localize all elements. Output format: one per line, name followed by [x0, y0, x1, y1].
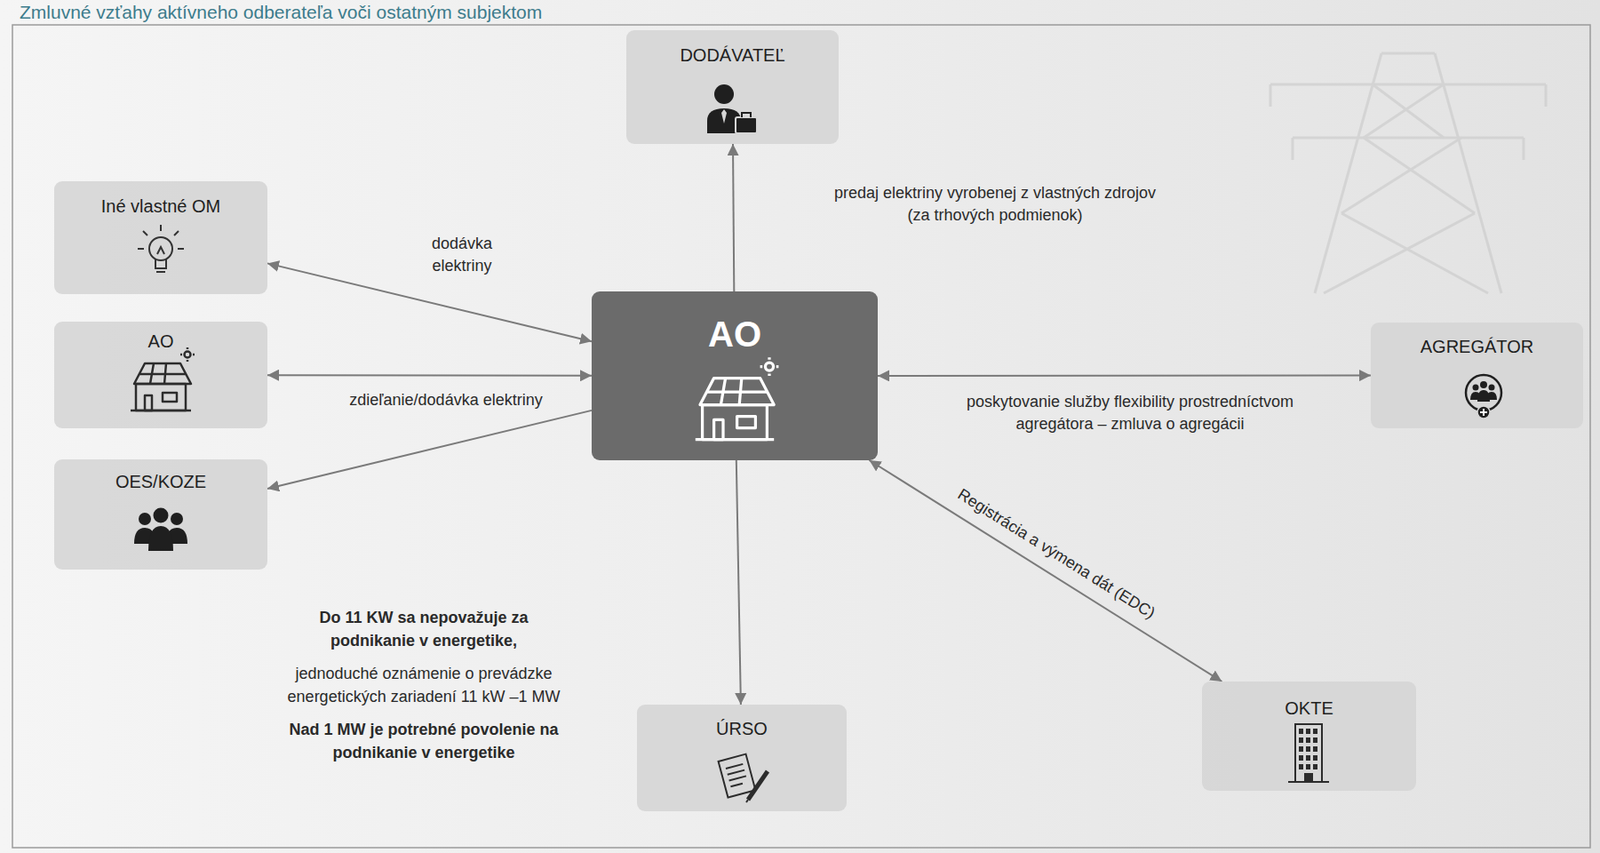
edge-label: dodávka elektriny — [413, 232, 511, 278]
community-icon — [134, 508, 188, 552]
edge-label: Registrácia a výmena dát (EDC) — [953, 483, 1160, 624]
node-label: DODÁVATEĽ — [679, 44, 785, 66]
node-label: AO — [708, 312, 762, 356]
center-node-box: AO — [591, 291, 878, 461]
note-text: Nad 1 MW je potrebné povolenie na podnik… — [263, 718, 584, 765]
entity-box: AO — [54, 321, 268, 429]
diagram-frame — [12, 24, 1591, 848]
connector-arrow — [732, 143, 734, 292]
bulb-icon — [137, 224, 184, 272]
entity-box: DODÁVATEĽ — [626, 30, 839, 144]
node-label: ÚRSO — [716, 717, 768, 740]
building-icon — [1288, 724, 1330, 782]
node-label: Iné vlastné OM — [101, 195, 222, 217]
edge-label: poskytovanie služby flexibility prostred… — [947, 390, 1313, 436]
node-label: AO — [148, 330, 175, 352]
connector-arrow — [267, 374, 592, 377]
pylon-illustration — [1270, 53, 1546, 294]
edge-label: zdieľanie/dodávka elektriny — [321, 389, 571, 412]
connector-arrow — [869, 460, 1223, 682]
node-label: OKTE — [1284, 697, 1333, 719]
page-title: Zmluvné vzťahy aktívneho odberateľa voči… — [19, 1, 542, 24]
connector-arrow — [267, 262, 592, 342]
note-text: jednoduché oznámenie o prevádzke energet… — [263, 662, 584, 709]
house-solar-icon — [130, 347, 195, 411]
house-solar-icon — [695, 357, 780, 439]
connector-arrow — [267, 410, 592, 489]
entity-box: OKTE — [1201, 681, 1417, 791]
entity-box: OES/KOZE — [54, 459, 268, 570]
entity-box: AGREGÁTOR — [1370, 322, 1584, 429]
aggregator-icon — [1465, 374, 1502, 419]
entity-box: Iné vlastné OM — [54, 181, 268, 295]
note-text: Do 11 KW sa nepovažuje za podnikanie v e… — [290, 606, 558, 653]
node-label: OES/KOZE — [115, 470, 207, 493]
supplier-icon — [707, 84, 757, 134]
connector-arrow — [736, 460, 741, 705]
entity-box: ÚRSO — [636, 704, 847, 812]
note-column: Do 11 KW sa nepovažuje za podnikanie v e… — [246, 606, 602, 765]
edge-label: predaj elektriny vyrobenej z vlastných z… — [826, 182, 1164, 227]
connector-arrow — [877, 374, 1371, 377]
document-icon — [718, 754, 768, 803]
node-label: AGREGÁTOR — [1420, 335, 1534, 358]
